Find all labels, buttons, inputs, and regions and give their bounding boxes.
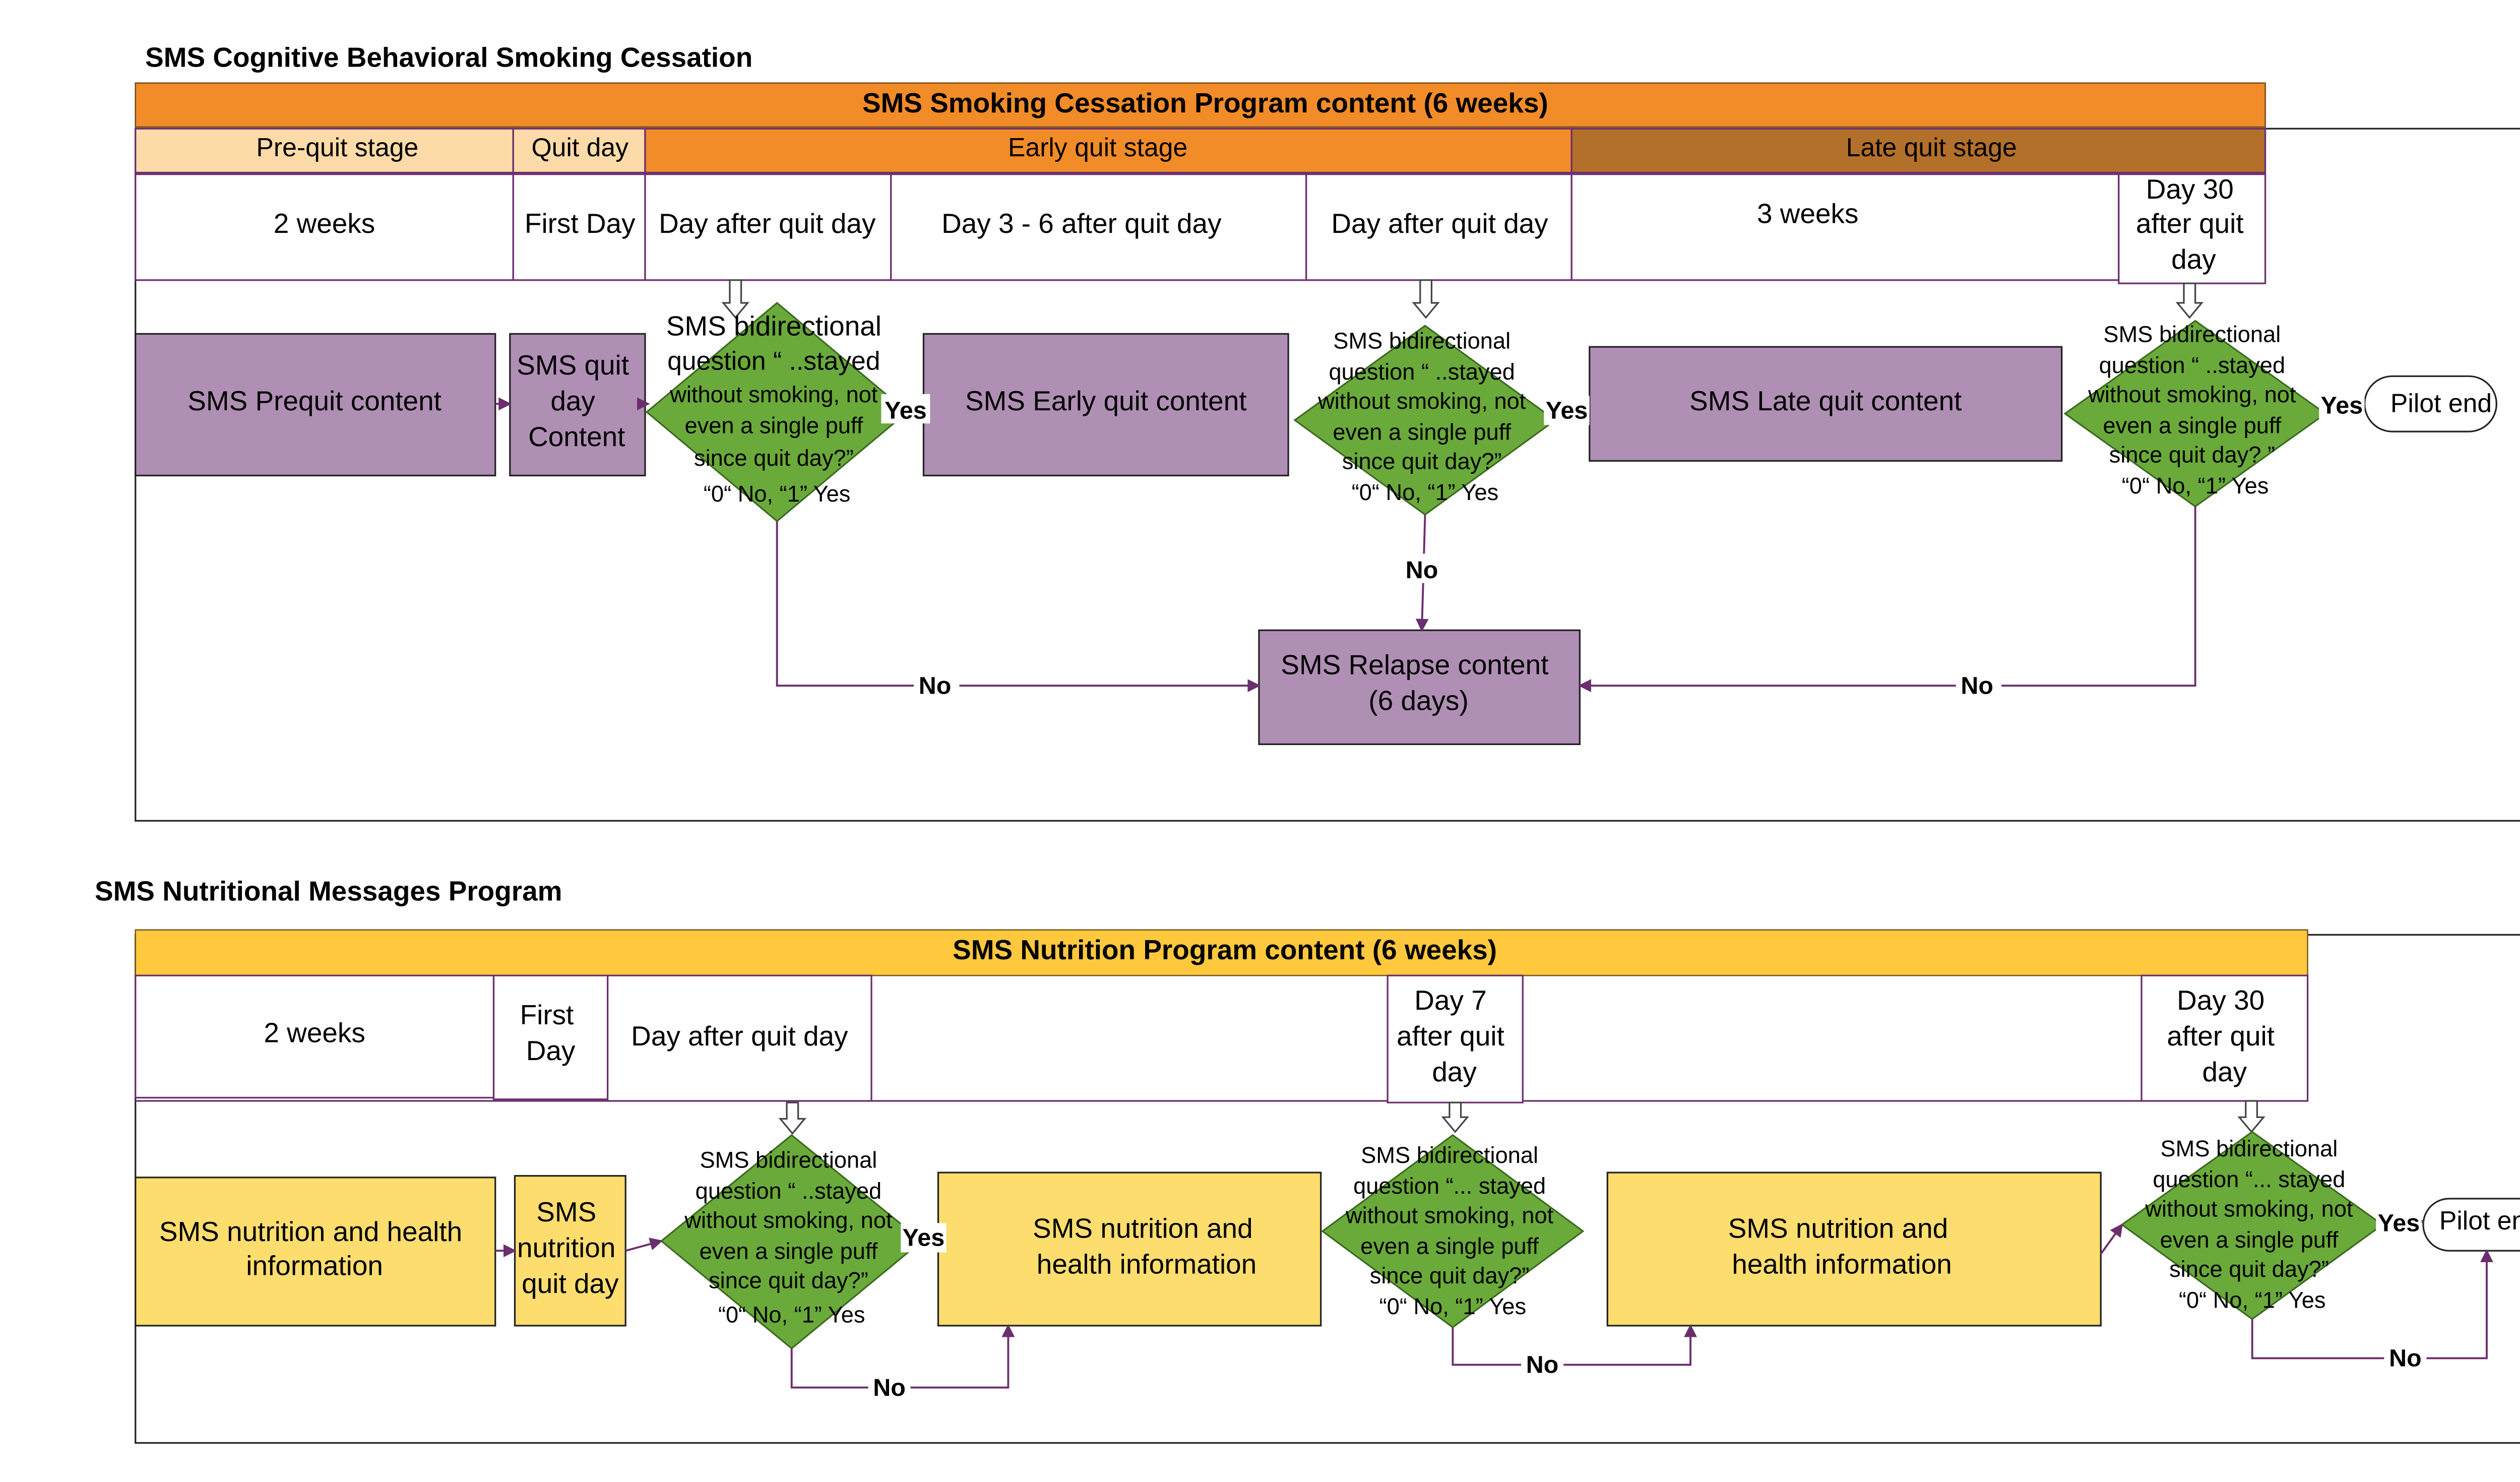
connector xyxy=(1452,1324,1697,1366)
down-arrow-icon xyxy=(721,279,749,319)
stage-late xyxy=(1570,128,2266,174)
nutrition-pilot-end-label: Pilot end xyxy=(2439,1206,2520,1235)
connector xyxy=(625,1238,663,1252)
nutrition-section-title: SMS Nutritional Messages Program xyxy=(95,876,562,907)
stage-prequit xyxy=(135,128,514,174)
connector xyxy=(2100,1223,2123,1255)
nutrition-timing-day-after xyxy=(607,974,872,1102)
prequit-content-label: SMS Prequit content xyxy=(187,385,442,416)
timing-day-after-1-label: Day after quit day xyxy=(659,208,876,239)
yes-label: Yes xyxy=(903,1224,945,1252)
nutrition-info-box-3 xyxy=(1606,1171,2102,1327)
nutrition-info-box-1-label: SMS nutrition and health information xyxy=(159,1216,470,1281)
nutrition-decision-1-text: SMS bidirectional question “ ..stayed wi… xyxy=(684,1147,899,1327)
nutrition-info-box-3-label: SMS nutrition and health information xyxy=(1728,1212,1956,1279)
cessation-decision-3-text: SMS bidirectional question “ ..stayed wi… xyxy=(2088,321,2302,498)
timing-day-30 xyxy=(2118,173,2266,284)
down-arrow-icon xyxy=(2175,282,2204,319)
early-content-box xyxy=(922,333,1289,476)
connector xyxy=(776,521,1261,693)
quit-day-content-box xyxy=(509,333,646,476)
timing-3-weeks xyxy=(1570,173,2120,281)
nutrition-info-box-2-label: SMS nutrition and health information xyxy=(1033,1212,1261,1279)
timing-day-after-2-label: Day after quit day xyxy=(1331,208,1548,239)
cessation-decision-2-text: SMS bidirectional question “ ..stayed wi… xyxy=(1317,328,1532,505)
yes-label: Yes xyxy=(2321,392,2363,419)
down-arrow-icon xyxy=(1412,279,1440,319)
connector xyxy=(2251,1249,2493,1360)
no-label: No xyxy=(1406,557,1438,584)
nutrition-timing-2-weeks xyxy=(135,974,495,1099)
early-content-label: SMS Early quit content xyxy=(965,385,1246,416)
no-label: No xyxy=(873,1374,906,1401)
nutrition-timing-first-day xyxy=(492,974,609,1100)
nutrition-quit-day-label: SMS nutrition quit day xyxy=(517,1196,623,1299)
down-arrow-icon xyxy=(2237,1100,2265,1133)
cessation-banner xyxy=(135,82,2266,128)
stage-quit-day xyxy=(512,128,646,174)
no-label: No xyxy=(1526,1351,1559,1379)
late-content-label: SMS Late quit content xyxy=(1689,385,1962,416)
no-label: No xyxy=(2389,1345,2422,1372)
nutrition-decision-2-text: SMS bidirectional question “... stayed w… xyxy=(1345,1142,1560,1319)
timing-day-after-1 xyxy=(644,173,892,281)
timing-first-day-label: First Day xyxy=(525,208,636,239)
nutrition-quit-day-box xyxy=(514,1175,626,1327)
stage-early-label: Early quit stage xyxy=(1008,133,1187,162)
stage-late-label: Late quit stage xyxy=(1846,133,2017,162)
nutrition-banner xyxy=(135,929,2308,976)
yes-label: Yes xyxy=(885,397,927,424)
no-label: No xyxy=(1961,672,1993,699)
cessation-section-title: SMS Cognitive Behavioral Smoking Cessati… xyxy=(145,41,752,73)
nutrition-banner-label: SMS Nutrition Program content (6 weeks) xyxy=(953,934,1497,965)
nutrition-timing-2-weeks-label: 2 weeks xyxy=(264,1017,365,1048)
nutrition-info-box-2 xyxy=(937,1171,1322,1327)
timing-day-3-6 xyxy=(890,173,1307,281)
timing-2-weeks-label: 2 weeks xyxy=(274,208,375,239)
timing-2-weeks xyxy=(135,173,514,281)
stage-prequit-label: Pre-quit stage xyxy=(256,133,418,162)
yes-label: Yes xyxy=(2378,1209,2420,1237)
nutrition-timing-day-30 xyxy=(2140,974,2309,1102)
timing-day-30-label: Day 30 after quit day xyxy=(2136,173,2251,275)
nutrition-timing-first-day-label: First Day xyxy=(520,999,582,1066)
nutrition-decision-3-text: SMS bidirectional question “... stayed w… xyxy=(2145,1136,2359,1313)
cessation-pilot-end-label: Pilot end xyxy=(2390,388,2492,417)
timing-day-3-6-label: Day 3 - 6 after quit day xyxy=(941,208,1222,239)
nutrition-timing-day-7-label: Day 7 after quit day xyxy=(1397,984,1512,1087)
nutrition-timing-day-after-label: Day after quit day xyxy=(631,1020,848,1052)
down-arrow-icon xyxy=(778,1101,807,1135)
nutrition-timing-day-7 xyxy=(1387,974,1524,1103)
late-content-box xyxy=(1589,346,2063,462)
connector xyxy=(1578,506,2196,693)
relapse-content-label: SMS Relapse content (6 days) xyxy=(1281,649,1556,716)
cessation-decision-1-text: SMS bidirectional question “ ..stayed wi… xyxy=(666,311,888,507)
quit-day-content-label: SMS quit day Content xyxy=(517,349,637,452)
timing-day-after-2 xyxy=(1305,173,1572,281)
down-arrow-icon xyxy=(1441,1101,1469,1133)
cessation-banner-label: SMS Smoking Cessation Program content (6… xyxy=(862,87,1548,118)
no-label: No xyxy=(919,672,952,699)
prequit-content-box xyxy=(135,333,496,476)
yes-label: Yes xyxy=(1546,397,1588,424)
nutrition-timing-day-30-label: Day 30 after quit day xyxy=(2167,984,2282,1087)
relapse-content-box xyxy=(1258,629,1581,746)
nutrition-info-box-1 xyxy=(135,1177,496,1327)
timing-3-weeks-label: 3 weeks xyxy=(1757,198,1858,229)
stage-quit-day-label: Quit day xyxy=(531,133,628,162)
